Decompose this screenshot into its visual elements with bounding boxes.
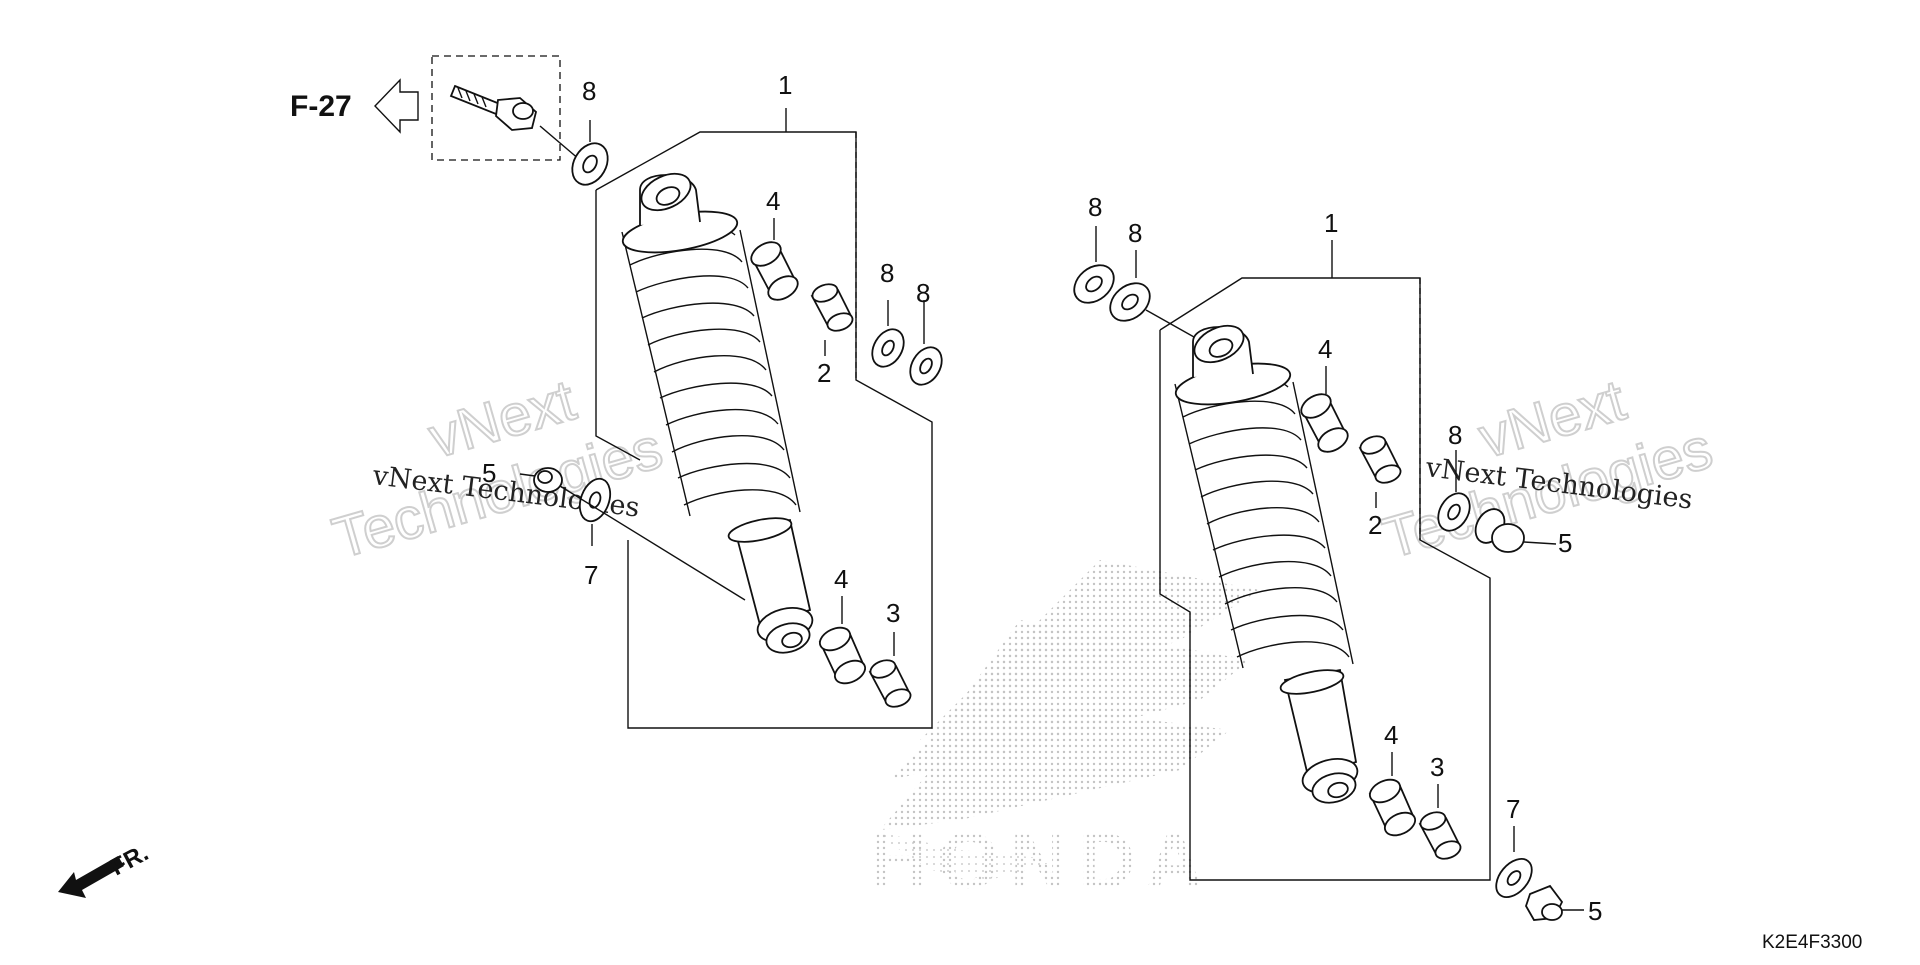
callout-4-left-upper: 4 — [766, 186, 780, 216]
callout-2-left: 2 — [817, 358, 831, 388]
callout-1-right: 1 — [1324, 208, 1338, 238]
cap-nut-5-left — [533, 467, 563, 493]
honda-wing-logo: HONDA — [870, 560, 1260, 905]
callout-8-right-a: 8 — [1088, 192, 1102, 222]
washer-8-left-b — [871, 328, 905, 368]
bushing-4-upper-right — [1300, 393, 1349, 453]
reference-arrow-icon — [374, 78, 419, 134]
assembly-frame-right — [1159, 240, 1491, 881]
front-label: FR. — [106, 839, 153, 881]
bolt-reference-box — [431, 55, 561, 161]
washer-7-left — [578, 477, 612, 523]
collar-2-left — [810, 283, 854, 332]
collar-3-right — [1418, 811, 1462, 860]
callout-2-right: 2 — [1368, 510, 1382, 540]
washer-7-right — [1495, 857, 1533, 899]
bushing-4-lower-right — [1368, 778, 1417, 837]
mount-bolt — [449, 84, 538, 131]
callout-1-left: 1 — [778, 70, 792, 100]
callout-4-right-lower: 4 — [1384, 720, 1398, 750]
bushing-4-upper-left — [750, 241, 799, 301]
washer-8-top-left — [571, 142, 609, 186]
washer-8-right-c — [1437, 492, 1471, 532]
cap-nut-5-right-upper — [1491, 523, 1525, 553]
shock-absorber-right — [1174, 324, 1359, 804]
assembly-frame-left — [595, 108, 933, 729]
washer-8-right-b — [1109, 282, 1151, 322]
callout-5-left: 5 — [482, 458, 496, 488]
callout-8-left-b: 8 — [880, 258, 894, 288]
shock-absorber-left — [621, 172, 814, 654]
honda-logo-text: HONDA — [870, 816, 1213, 905]
section-reference: F-27 — [290, 90, 352, 123]
callout-4-right-upper: 4 — [1318, 334, 1332, 364]
watermark-right: vNext Technologies — [1375, 366, 1720, 572]
bushing-4-lower-left — [818, 626, 867, 685]
callout-8-right-b: 8 — [1128, 218, 1142, 248]
callout-7-right: 7 — [1506, 794, 1520, 824]
callout-4-left-lower: 4 — [834, 564, 848, 594]
callout-5-right: 5 — [1588, 896, 1602, 926]
callout-8-left-a: 8 — [582, 76, 596, 106]
callout-3-right: 3 — [1430, 752, 1444, 782]
collar-2-right — [1358, 435, 1402, 484]
callout-5-right-upper: 5 — [1558, 528, 1572, 558]
callout-7-left: 7 — [584, 560, 598, 590]
drawing-code: K2E4F3300 — [1762, 932, 1862, 953]
callout-8-left-c: 8 — [916, 278, 930, 308]
callout-8-right-c: 8 — [1448, 420, 1462, 450]
front-direction-arrow-icon — [58, 856, 124, 898]
washer-8-right-a — [1073, 264, 1115, 304]
collar-3-left — [868, 659, 912, 708]
callout-3-left: 3 — [886, 598, 900, 628]
cap-nut-5-right — [1525, 884, 1564, 921]
washer-8-left-c — [909, 346, 943, 386]
